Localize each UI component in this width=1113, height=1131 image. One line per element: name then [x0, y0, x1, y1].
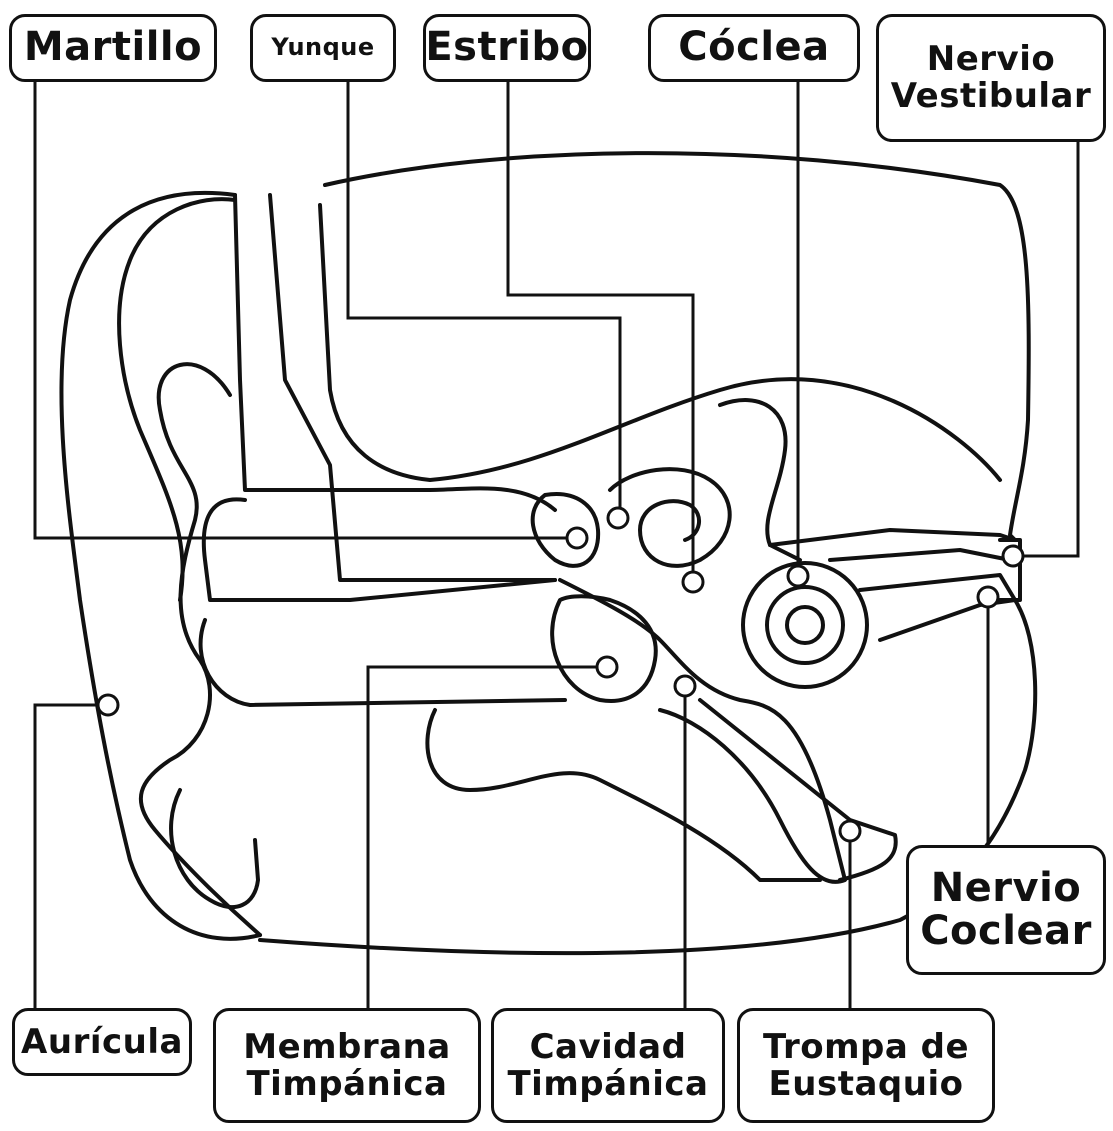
malleus [533, 494, 598, 566]
auricle-outline [61, 193, 260, 939]
dot-membrana [597, 657, 617, 677]
label-martillo-text: Martillo [24, 26, 202, 69]
leader-yunque [348, 80, 620, 518]
dot-nervio-coclear [978, 587, 998, 607]
label-estribo: Estribo [423, 14, 591, 82]
label-nervio-coclear: Nervio Coclear [906, 845, 1106, 975]
auricle-concha [204, 499, 555, 600]
ear-canal-wall [320, 205, 1000, 480]
label-trompa-de-eustaquio-line2: Eustaquio [769, 1066, 964, 1103]
label-membrana-timpanica: Membrana Timpánica [213, 1008, 481, 1123]
dot-auricula [98, 695, 118, 715]
label-auricula-text: Aurícula [21, 1024, 183, 1061]
label-nervio-coclear-line1: Nervio [931, 867, 1082, 910]
lower-jaw-bone [427, 710, 820, 880]
dot-yunque [608, 508, 628, 528]
label-trompa-de-eustaquio-line1: Trompa de [763, 1029, 969, 1066]
nerve-bundle-mid [830, 550, 1010, 560]
ear-canal-bottom [270, 195, 555, 580]
head-outline [325, 153, 1029, 540]
label-nervio-vestibular-line1: Nervio [927, 41, 1055, 78]
leader-auricula [35, 705, 108, 1010]
leader-membrana [368, 667, 607, 1010]
label-yunque-text: Yunque [271, 35, 374, 61]
dot-coclea [788, 566, 808, 586]
label-nervio-vestibular-line2: Vestibular [891, 78, 1092, 115]
dot-martillo [567, 528, 587, 548]
label-membrana-timpanica-line2: Timpánica [246, 1066, 447, 1103]
label-cavidad-timpanica-line1: Cavidad [530, 1029, 687, 1066]
lobe [171, 790, 258, 907]
label-cavidad-timpanica: Cavidad Timpánica [491, 1008, 725, 1123]
label-trompa-de-eustaquio: Trompa de Eustaquio [737, 1008, 995, 1123]
label-martillo: Martillo [9, 14, 217, 82]
label-cavidad-timpanica-line2: Timpánica [507, 1066, 708, 1103]
dot-trompa [840, 821, 860, 841]
nerve-bundle-top [770, 530, 1015, 545]
label-nervio-coclear-line2: Coclear [920, 910, 1092, 953]
label-auricula: Aurícula [12, 1008, 192, 1076]
auricle-helix-inner [119, 199, 235, 600]
label-membrana-timpanica-line1: Membrana [243, 1029, 451, 1066]
tragus [201, 620, 565, 705]
label-coclea-text: Cóclea [678, 26, 829, 69]
semicircular-canal [720, 400, 800, 560]
tympanic-membrane [552, 596, 656, 701]
cochlea-mid [767, 587, 843, 663]
cochlea-inner [787, 607, 823, 643]
dot-cavidad [675, 676, 695, 696]
dot-nervio-vestibular [1003, 546, 1023, 566]
label-estribo-text: Estribo [425, 26, 588, 69]
label-coclea: Cóclea [648, 14, 860, 82]
label-yunque: Yunque [250, 14, 396, 82]
dot-estribo [683, 572, 703, 592]
label-nervio-vestibular: Nervio Vestibular [876, 14, 1106, 142]
leader-nervio-vestibular [1013, 140, 1078, 556]
